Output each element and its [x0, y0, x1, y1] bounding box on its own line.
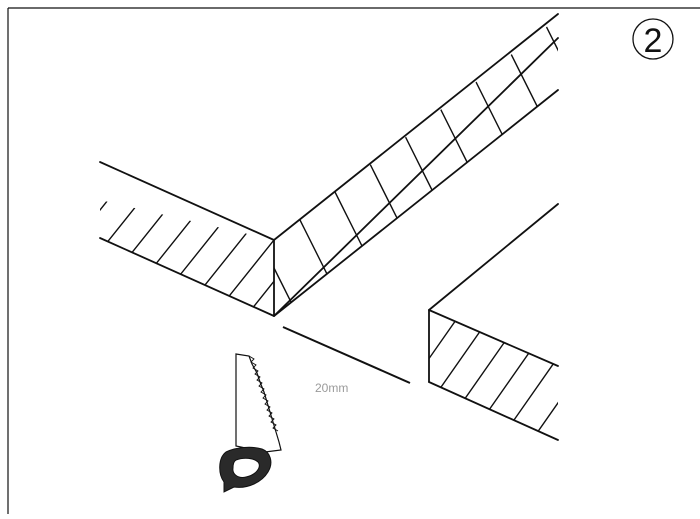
hand-saw-icon: [219, 353, 282, 493]
right-board-back-edge: [428, 203, 559, 311]
left-board-bottom-edge: [99, 237, 275, 317]
left-board: [99, 161, 275, 317]
saw-blade: [235, 353, 282, 453]
mitre-board-inner-edge: [273, 37, 559, 317]
dimension-label: 20mm: [315, 381, 348, 395]
dimension-line: [282, 326, 411, 384]
mitre-board-upper-edge: [273, 13, 559, 241]
mitre-board: [273, 13, 559, 317]
left-board-hatching: [100, 200, 274, 316]
page-frame: [7, 7, 700, 514]
saw-teeth: [248, 355, 279, 432]
left-board-top-edge: [99, 161, 275, 241]
right-board-top-edge: [428, 309, 559, 367]
right-board-bottom-edge: [428, 381, 559, 441]
mitre-board-lower-edge: [273, 89, 559, 317]
step-badge: 2: [632, 18, 674, 60]
right-board: [428, 203, 559, 441]
step-number: 2: [644, 22, 663, 60]
mitre-board-hatching: [274, 18, 558, 316]
saw-handle: [219, 446, 272, 493]
step-badge-circle: [632, 18, 674, 60]
gap-dimension: 20mm: [282, 326, 411, 395]
